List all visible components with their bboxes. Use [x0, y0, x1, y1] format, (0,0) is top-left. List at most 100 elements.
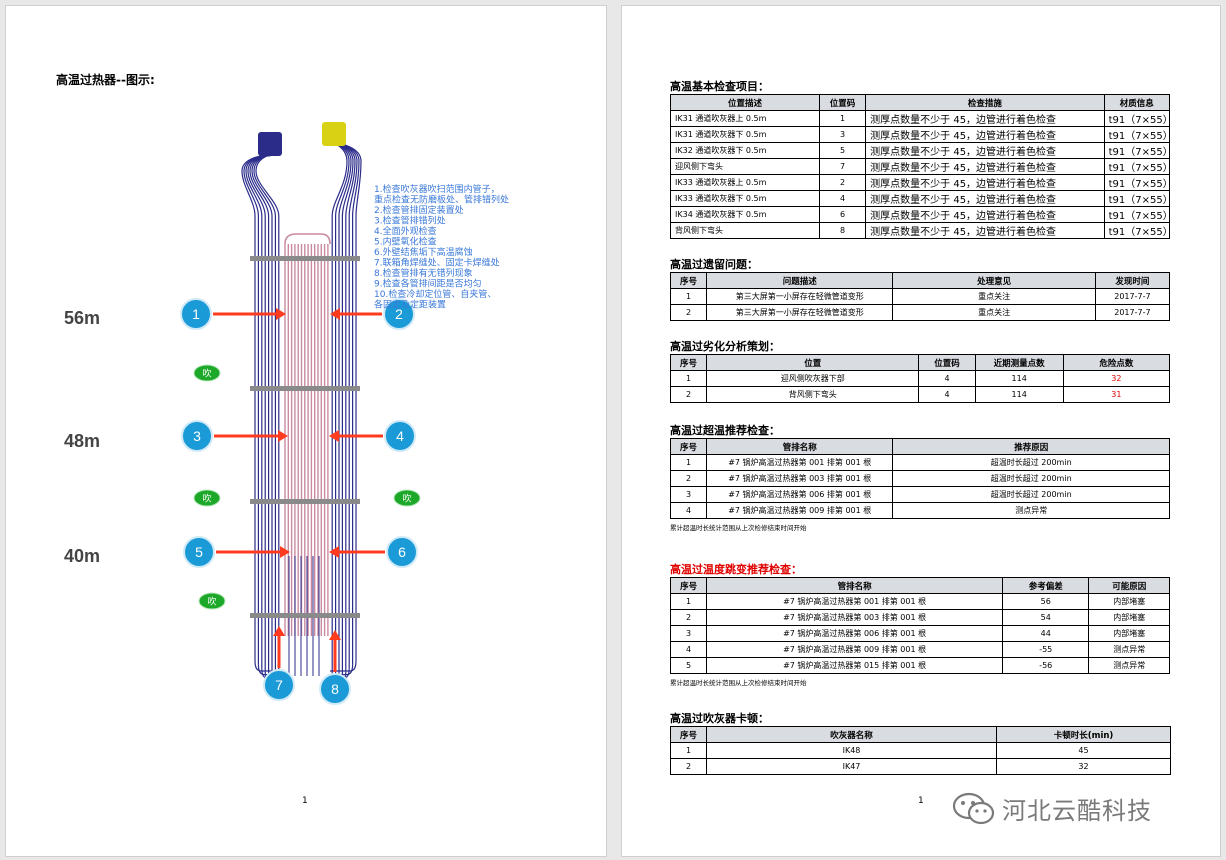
watermark-text: 河北云酷科技	[1002, 797, 1152, 825]
soot-blower-icon	[393, 489, 421, 507]
table-cell: #7 锅炉高温过热器第 015 排第 001 根	[706, 657, 1003, 674]
table-cell: 测厚点数量不少于 45，边管进行着色检查	[865, 190, 1105, 207]
column-header: 危险点数	[1062, 354, 1171, 371]
column-header: 位置码	[818, 94, 867, 111]
table-cell: t91（7×55）	[1103, 206, 1171, 223]
position-marker	[181, 420, 213, 452]
column-header: 材质信息	[1103, 94, 1171, 111]
marker-label: 2	[395, 306, 403, 322]
table-cell: 3	[669, 486, 708, 503]
table-cell: 114	[974, 370, 1064, 387]
table-cell: -55	[1001, 641, 1090, 658]
table-cell: 内部堵塞	[1088, 625, 1170, 642]
height-label: 40m	[64, 546, 100, 566]
table-cell: 44	[1001, 625, 1090, 642]
note-line: 3.检查管排错列处	[374, 215, 446, 227]
position-marker	[386, 536, 418, 568]
table-cell: 重点关注	[892, 288, 1096, 305]
table-cell: 2017-7-7	[1094, 304, 1171, 321]
soot-blowers: 吹吹吹吹	[193, 364, 421, 610]
table-cell: t91（7×55）	[1103, 222, 1171, 239]
arrow-head-icon	[329, 430, 339, 442]
table-cell: t91（7×55）	[1103, 126, 1171, 143]
tube-bend	[331, 664, 354, 676]
table-cell: IK33 通道吹灰器上 0.5m	[670, 174, 820, 191]
column-header: 推荐原因	[892, 438, 1170, 455]
table-cell: IK48	[706, 742, 997, 759]
table-cell: 第三大屏第一小屏存在轻微管道变形	[706, 288, 894, 305]
fixing-bands	[250, 256, 360, 618]
table-row: 1#7 锅炉高温过热器第 001 排第 001 根超温时长超过 200min	[669, 454, 1170, 471]
table-cell: 1	[669, 454, 708, 471]
table-cell: #7 锅炉高温过热器第 001 排第 001 根	[706, 593, 1003, 610]
hot-tube-bend	[284, 233, 331, 245]
soot-blower-icon	[193, 489, 221, 507]
fixing-band	[250, 386, 360, 391]
column-header: 参考偏差	[1001, 577, 1090, 594]
column-header: 位置描述	[670, 94, 820, 111]
section-title: 高温基本检查项目：	[670, 80, 769, 93]
table-cell: 测厚点数量不少于 45，边管进行着色检查	[865, 206, 1105, 223]
table-cell: 测厚点数量不少于 45，边管进行着色检查	[865, 222, 1105, 239]
table-cell: 1	[818, 110, 867, 127]
table-cell: 2	[818, 174, 867, 191]
table-row: 2#7 锅炉高温过热器第 003 排第 001 根超温时长超过 200min	[669, 470, 1170, 487]
hot-zone	[284, 233, 331, 676]
marker-label: 7	[275, 677, 283, 693]
column-header: 近期测量点数	[974, 354, 1064, 371]
note-line: 2.检查管排固定装置处	[374, 204, 464, 216]
table-row: 4#7 锅炉高温过热器第 009 排第 001 根测点异常	[669, 502, 1170, 519]
table-cell: 2	[669, 609, 708, 626]
page-number: 1	[918, 796, 924, 806]
table-cell: 重点关注	[892, 304, 1096, 321]
table-cell: 超温时长超过 200min	[892, 454, 1170, 471]
section-title: 高温过遗留问题：	[670, 258, 758, 271]
table-cell: 4	[669, 641, 708, 658]
page-title: 高温过热器--图示:	[56, 73, 155, 87]
arrow-head-icon	[276, 308, 286, 320]
tube	[333, 143, 350, 683]
section-title: 高温过劣化分析策划：	[670, 340, 780, 353]
column-header: 管排名称	[706, 577, 1003, 594]
table-cell: IK34 通道吹灰器下 0.5m	[670, 206, 820, 223]
soot-blower-icon	[198, 592, 226, 610]
tube	[255, 154, 280, 687]
table-cell: 第三大屏第一小屏存在轻微管道变形	[706, 304, 894, 321]
section-title: 高温过吹灰器卡顿：	[670, 712, 769, 725]
table-cell: 超温时长超过 200min	[892, 486, 1170, 503]
soot-blower-label: 吹	[207, 596, 216, 608]
position-marker	[263, 669, 295, 701]
note: 累计超温时长统计范围从上次检修结束时间开始	[670, 679, 807, 687]
tube	[333, 143, 362, 661]
note-line: 各固定及定距装置	[374, 299, 446, 311]
table-cell: t91（7×55）	[1103, 174, 1171, 191]
table-cell: 2	[670, 758, 707, 775]
arrow-head-icon	[329, 546, 339, 558]
arrow-head-icon	[329, 630, 341, 640]
marker-label: 1	[192, 306, 200, 322]
arrow-head-icon	[278, 430, 288, 442]
table-cell: 测厚点数量不少于 45，边管进行着色检查	[865, 126, 1105, 143]
table-cell: 测点异常	[1088, 641, 1170, 658]
table-cell: 4	[918, 386, 976, 403]
table-cell: 114	[974, 386, 1064, 403]
soot-blower-label: 吹	[402, 493, 411, 505]
column-header: 可能原因	[1088, 577, 1170, 594]
tube-bend	[257, 664, 281, 676]
arrow-head-icon	[273, 626, 285, 636]
temp-jump-table: 序号管排名称参考偏差可能原因 1#7 锅炉高温过热器第 001 排第 001 根…	[669, 577, 1170, 674]
table-row: 3#7 锅炉高温过热器第 006 排第 001 根超温时长超过 200min	[669, 486, 1170, 503]
overtemp-table: 序号管排名称推荐原因 1#7 锅炉高温过热器第 001 排第 001 根超温时长…	[669, 438, 1170, 519]
table-cell: #7 锅炉高温过热器第 001 排第 001 根	[706, 454, 894, 471]
